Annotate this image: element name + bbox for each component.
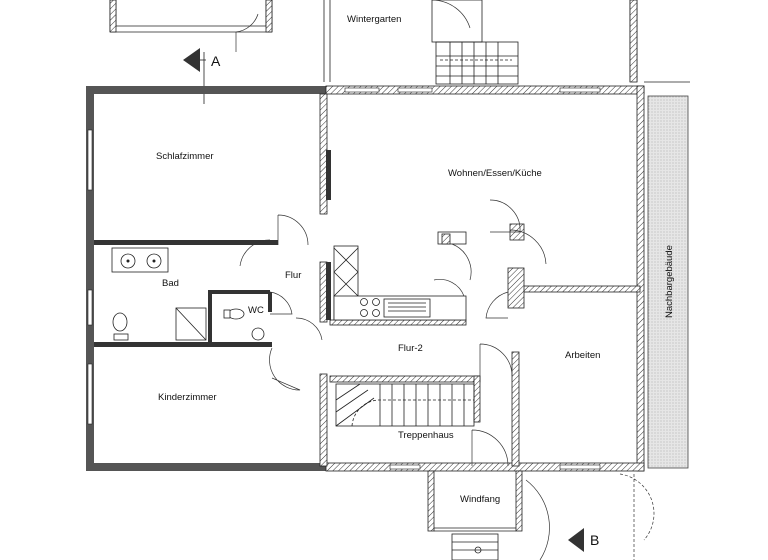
room-label-flur: Flur	[285, 270, 301, 281]
top-left-annex	[109, 0, 273, 52]
room-label-bad: Bad	[162, 278, 179, 289]
section-label-b: B	[590, 532, 599, 548]
section-marker-b: B	[568, 528, 599, 552]
room-label-kinderzimmer: Kinderzimmer	[158, 392, 217, 403]
room-label-treppenhaus: Treppenhaus	[398, 430, 454, 441]
kitchen	[333, 223, 525, 321]
room-label-wc: WC	[248, 305, 264, 316]
room-label-arbeiten: Arbeiten	[565, 350, 600, 361]
top-stair	[431, 0, 519, 85]
room-label-wintergarten: Wintergarten	[347, 14, 401, 25]
bad-fixtures	[111, 247, 207, 341]
doors	[239, 199, 547, 467]
section-marker-a: A	[183, 48, 221, 104]
main-stair	[335, 383, 475, 427]
room-label-wohnen: Wohnen/Essen/Küche	[448, 168, 542, 179]
outer-walls	[86, 85, 645, 472]
room-label-flur2: Flur-2	[398, 343, 423, 354]
section-label-a: A	[211, 53, 221, 69]
room-label-nachbargebaeude: Nachbargebäude	[664, 245, 675, 318]
room-label-schlafzimmer: Schlafzimmer	[156, 151, 214, 162]
wintergarten-room	[323, 0, 638, 83]
neighbor-building	[644, 81, 690, 469]
wc-fixtures	[223, 308, 265, 341]
room-label-windfang: Windfang	[460, 494, 500, 505]
interior-walls	[94, 93, 641, 467]
windfang-room	[427, 470, 655, 560]
